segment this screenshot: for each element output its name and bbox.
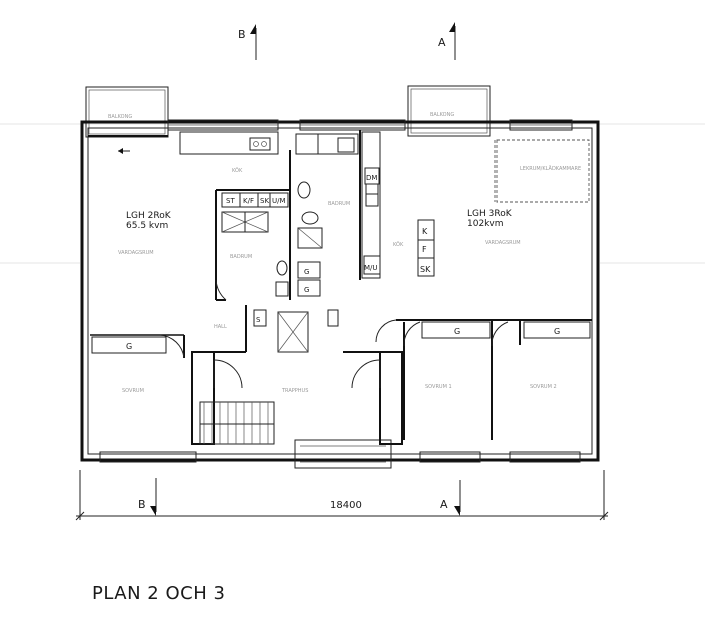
fixture-g-2: G xyxy=(304,286,309,294)
dimension-line: 18400 xyxy=(75,470,609,521)
bedroom-dashed-area: LEKRUM/KLÄDKAMMARE xyxy=(494,139,590,203)
marker-label: A xyxy=(440,498,448,511)
fixture-f: F xyxy=(422,245,427,254)
section-marker-b-top: B xyxy=(238,24,257,60)
svg-text:BALKONG: BALKONG xyxy=(108,114,132,120)
kitchen-counter-right: DM M/U xyxy=(361,131,381,279)
svg-text:G: G xyxy=(126,342,132,351)
wardrobe-right-2: G xyxy=(523,321,591,339)
svg-text:TRAPPHUS: TRAPPHUS xyxy=(281,388,308,394)
svg-text:VARDAGSRUM: VARDAGSRUM xyxy=(485,240,521,246)
svg-text:KÖK: KÖK xyxy=(232,167,243,174)
exterior-walls xyxy=(80,119,600,469)
svg-text:BADRUM: BADRUM xyxy=(328,201,350,207)
apartment-left-area: 65.5 kvm xyxy=(126,221,168,231)
apartment-right-label: LGH 3RoK 102kvm VARDAGSRUM xyxy=(467,209,521,246)
section-marker-b-bottom: B xyxy=(138,478,157,516)
balcony-right: BALKONG xyxy=(407,85,491,137)
svg-text:VARDAGSRUM: VARDAGSRUM xyxy=(118,250,154,256)
fixture-sk: SK xyxy=(260,197,269,205)
section-marker-a-bottom: A xyxy=(440,480,461,516)
interior-walls-left xyxy=(88,135,403,445)
kitchen-counter-left: KÖK xyxy=(179,131,279,174)
wardrobe-left: G xyxy=(91,336,167,354)
kitchen-arrow-left xyxy=(118,148,130,154)
kitchen-island: K F SK KÖK xyxy=(393,219,435,277)
fixture-mu: M/U xyxy=(364,264,378,272)
svg-text:LEKRUM/KLÄDKAMMARE: LEKRUM/KLÄDKAMMARE xyxy=(520,165,581,172)
marker-label: B xyxy=(238,28,246,41)
svg-text:KÖK: KÖK xyxy=(393,241,404,248)
dimension-value: 18400 xyxy=(330,500,362,511)
fixture-dm: DM xyxy=(366,174,377,182)
apartment-right-name: LGH 3RoK xyxy=(467,209,513,219)
svg-text:BADRUM: BADRUM xyxy=(230,254,252,260)
apartment-left-label: LGH 2RoK 65.5 kvm VARDAGSRUM xyxy=(118,211,172,256)
staircase xyxy=(199,401,275,445)
bathroom-left: ST K/F SK U/M BADRUM xyxy=(215,192,289,301)
svg-text:G: G xyxy=(554,327,560,336)
svg-text:HALL: HALL xyxy=(214,324,227,330)
fixture-k: K xyxy=(422,227,428,236)
marker-label: B xyxy=(138,498,146,511)
apartment-right-area: 102kvm xyxy=(467,219,503,229)
svg-text:S: S xyxy=(256,316,261,324)
marker-label: A xyxy=(438,36,446,49)
svg-text:SOVRUM: SOVRUM xyxy=(122,388,144,394)
svg-text:SOVRUM 1: SOVRUM 1 xyxy=(425,384,452,390)
plan-title: PLAN 2 OCH 3 xyxy=(92,583,226,604)
svg-text:G: G xyxy=(454,327,460,336)
section-marker-a-top: A xyxy=(438,22,456,60)
elevator-shaft: S xyxy=(253,309,339,353)
door-swings xyxy=(159,319,509,389)
fixture-g-1: G xyxy=(304,268,309,276)
wardrobe-right-1: G xyxy=(421,321,491,339)
balcony-left: BALKONG xyxy=(85,86,169,138)
apartment-left-name: LGH 2RoK xyxy=(126,211,172,221)
interior-walls-right xyxy=(359,130,592,440)
fixture-um: U/M xyxy=(272,197,286,205)
svg-text:SOVRUM 2: SOVRUM 2 xyxy=(530,384,557,390)
fixture-st: ST xyxy=(226,197,235,205)
fixture-sk2: SK xyxy=(420,265,431,274)
kitchen-middle: G G BADRUM xyxy=(295,133,359,297)
fixture-kf: K/F xyxy=(243,197,254,205)
svg-text:BALKONG: BALKONG xyxy=(430,112,454,118)
